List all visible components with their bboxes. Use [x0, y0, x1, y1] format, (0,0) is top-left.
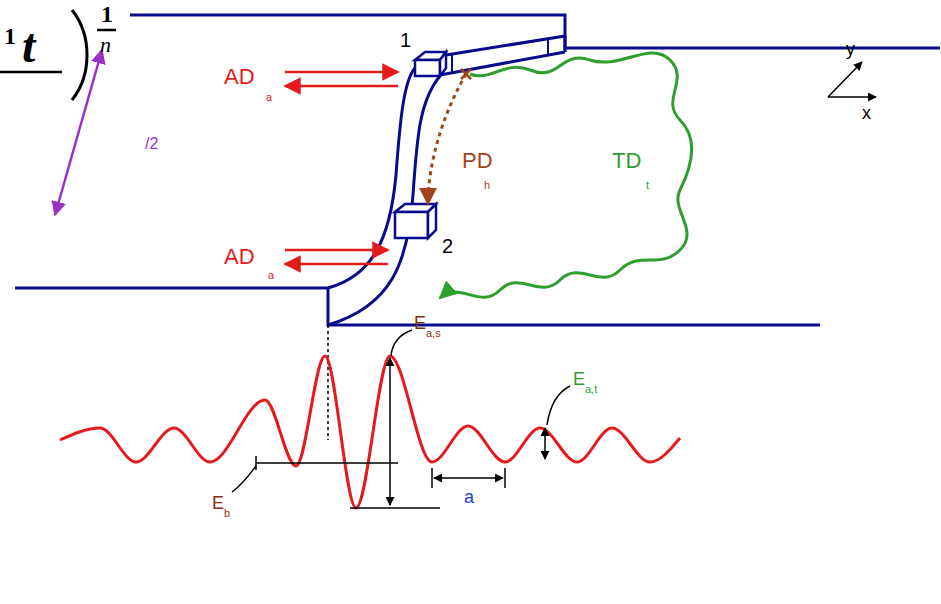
- subscript: a,s: [426, 328, 441, 339]
- formula-symbol: 1: [101, 2, 113, 26]
- formula-marks: [0, 10, 116, 100]
- atom-number: 2: [442, 236, 453, 256]
- axis-label: y: [846, 40, 855, 58]
- axis-label: x: [862, 104, 871, 122]
- diffusion-label: TD: [612, 150, 641, 172]
- diffusion-label: AD: [224, 66, 255, 88]
- step-edge: [328, 76, 440, 325]
- terrace-lines: [15, 15, 940, 325]
- energy-marks: [232, 330, 570, 508]
- atom-2: [395, 204, 436, 238]
- subscript: b: [224, 508, 230, 519]
- parenthesis: [72, 10, 87, 100]
- diffusion-label: AD: [224, 246, 255, 268]
- formula-symbol: t: [22, 22, 35, 70]
- upper-terrace: [130, 15, 940, 48]
- energy-label: E: [573, 370, 585, 388]
- width-label: /2: [145, 136, 158, 152]
- subscript: a: [268, 270, 274, 281]
- atom-number: 1: [400, 30, 411, 50]
- start-mark: [461, 69, 471, 79]
- axes: [828, 62, 876, 97]
- atom-1: [415, 52, 446, 76]
- step-row: [452, 39, 548, 73]
- fraction-bar: [97, 29, 116, 32]
- formula-symbol: n: [100, 34, 111, 56]
- terrace-path: [440, 53, 692, 298]
- formula-symbol: 1: [4, 24, 16, 48]
- subscript: h: [484, 180, 490, 191]
- subscript: a,t: [585, 384, 597, 395]
- energy-curve: [60, 356, 680, 508]
- energy-label: E: [414, 314, 426, 332]
- step-position-line: [327, 325, 329, 440]
- energy-label: E: [212, 494, 224, 512]
- adatom-arrows: [285, 72, 398, 264]
- subscript: t: [646, 180, 649, 191]
- subscript: a: [266, 92, 272, 103]
- distance-label: a: [464, 488, 474, 506]
- fraction-bar: [0, 71, 62, 74]
- width-arrow: [55, 50, 102, 215]
- diffusion-label: PD: [462, 150, 493, 172]
- periphery-path: [428, 74, 466, 204]
